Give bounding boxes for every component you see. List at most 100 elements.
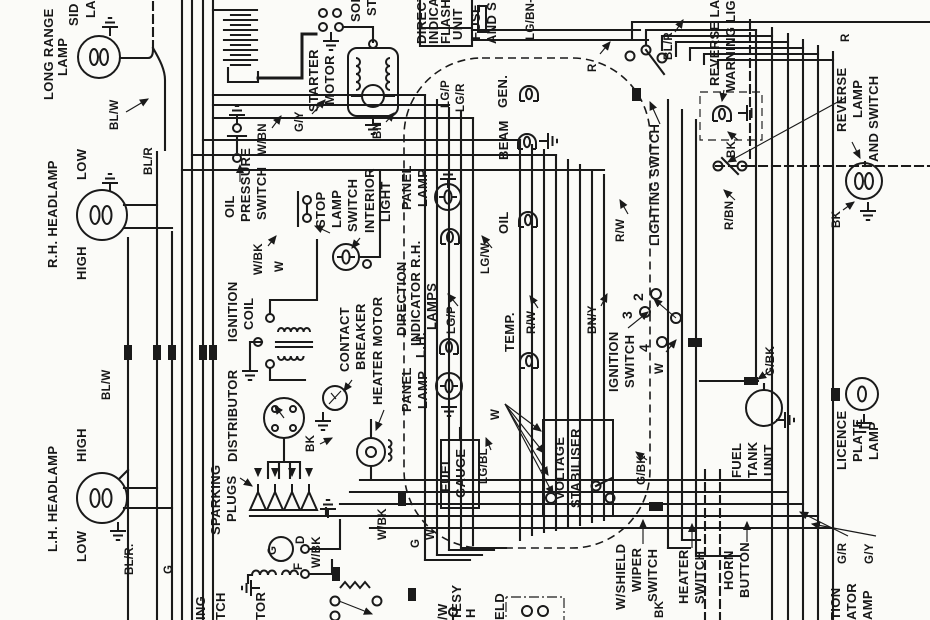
wire-code: R <box>587 63 599 72</box>
sparking-plugs-label: SPARKING <box>208 465 223 535</box>
oil-warning-lamp <box>518 211 538 228</box>
rh-low-label: LOW <box>74 148 89 180</box>
wire-code: W/BK <box>253 243 265 275</box>
terminal-d: D <box>295 535 307 544</box>
wire-code: LG/P <box>440 80 452 108</box>
fuel-gauge <box>440 426 480 509</box>
fuel-tank-unit-label: TANK <box>745 441 760 478</box>
gen-warning-lamp <box>519 85 539 102</box>
direction-indicator-label: DIRECTION <box>394 261 409 336</box>
reverse-warning-label: REVERSE LA <box>707 0 722 86</box>
reverse-lamp <box>845 162 883 221</box>
solenoid-label: ST <box>364 0 379 16</box>
ignition-coil-label: COIL <box>241 298 256 330</box>
wshield-label: ELD <box>492 593 507 620</box>
sparking-plugs-label: PLUGS <box>224 475 239 522</box>
solenoid-label: SOL <box>348 0 363 22</box>
oil-pressure-switch-label: PRESSURE <box>238 148 253 222</box>
wire-code: BL/R <box>143 147 155 175</box>
battery <box>211 8 318 84</box>
wiper-switch-contacts <box>590 476 616 504</box>
long-range-lamp-label: LAMP <box>55 38 70 76</box>
wire-code: W/BK <box>377 508 389 540</box>
stop-lamp-switch-label: SWITCH <box>345 179 360 232</box>
fuel-tank-unit <box>698 379 795 429</box>
ignition-coil-label: IGNITION <box>225 281 240 342</box>
ignition-switch <box>639 288 682 348</box>
wire-code: BN <box>372 122 384 139</box>
panel-lamp-label: PANEL <box>399 165 414 210</box>
reverse-lamp-switch-label: AND SWITCH <box>866 75 881 162</box>
wire-code: G/BK <box>636 455 648 485</box>
wiper-switch-label: W/SHIELD <box>613 544 628 610</box>
wire-code: G/R <box>837 542 849 564</box>
interior-light-label: LIGHT <box>378 181 393 222</box>
wire-code: LG/R <box>455 83 467 112</box>
wire-code: W <box>654 363 666 374</box>
starter-motor-label: MOTOR <box>322 55 337 105</box>
flasher-unit-label: INDICA <box>426 0 441 44</box>
wire-code: BL/R. <box>124 543 136 575</box>
wire-code: R/W <box>615 219 627 242</box>
terminal-4: 4 <box>636 344 652 352</box>
wire-code: G <box>410 539 422 548</box>
panel-lamp-label: LAMP <box>415 169 430 207</box>
ground-icon <box>101 17 119 37</box>
wire-code: G/Y <box>294 111 306 132</box>
wiper-switch-label: SWITCH <box>645 549 660 602</box>
lh-headlamp <box>76 468 174 541</box>
licence-plate-lamp-label: PLATE <box>850 419 865 462</box>
starter-solenoid <box>318 8 375 51</box>
fuel-tank-unit-label: UNIT <box>761 444 776 476</box>
reverse-warning-label: WARNING LIG <box>723 0 738 92</box>
gen-warning-label: GEN. <box>495 75 510 108</box>
wire-code: LG/W <box>480 243 492 274</box>
beam-warning-lamp <box>517 132 558 150</box>
wiper-switch-label: WIPER <box>629 547 644 592</box>
flasher-unit-label: AND S <box>484 2 499 44</box>
wire-code: W <box>274 261 286 272</box>
wire-code: BK <box>831 210 843 228</box>
reverse-lamp-switch-label: REVERSE <box>834 67 849 132</box>
wire-code: R/W <box>526 311 538 334</box>
dip-switch-label: ING <box>193 596 208 620</box>
stop-lamp-switch <box>296 190 312 228</box>
rear-indicator-label: ATOR <box>844 583 859 620</box>
ignition-switch-label: SWITCH <box>622 335 637 388</box>
terminal-2: 2 <box>630 293 646 301</box>
starter-motor <box>347 39 399 135</box>
dashed-boundaries <box>403 18 930 620</box>
leader-arrows <box>125 19 877 548</box>
contact-breaker-label: CONTACT <box>337 307 352 372</box>
distributor-label: DISTRIBUTOR <box>225 369 240 462</box>
reverse-lamp-switch-contacts <box>712 156 748 176</box>
panel-lamp-label: PANEL <box>399 367 414 412</box>
oil-pressure-switch <box>226 105 248 163</box>
heater-motor <box>356 418 393 482</box>
oil-pressure-switch-label: SWITCH <box>254 167 269 220</box>
courtesy-switch <box>448 607 458 620</box>
rear-indicator-label: TION <box>828 588 843 620</box>
terminal-3: 3 <box>619 311 635 319</box>
wire-code: G/Y <box>864 543 876 564</box>
direction-indicator-label: INDICATOR R.H. <box>408 240 423 346</box>
long-range-lamp-label: LONG RANGE <box>41 8 56 100</box>
contact-breaker-label: BREAKER <box>353 303 368 370</box>
labels: SID LA LONG RANGE LAMP R.H. HEADLAMP LOW… <box>41 0 881 620</box>
courtesy-switch-label: TESY <box>449 585 464 620</box>
wire-code: BK <box>726 140 738 158</box>
wire-code: W/BN <box>257 123 269 155</box>
stop-lamp-switch-label: STOP <box>313 191 328 228</box>
fuel-gauge-label: FUEL <box>438 457 453 492</box>
wire-code: G/BK <box>765 346 777 376</box>
oil-pressure-switch-label: OIL <box>222 195 237 218</box>
rh-headlamp-label: R.H. HEADLAMP <box>45 160 60 268</box>
lh-low-label: LOW <box>74 530 89 562</box>
flasher-unit-label: UNIT <box>450 8 465 40</box>
temp-warning-label: TEMP. <box>502 312 517 352</box>
terminal-marks: D F G 2 3 4 <box>267 293 652 570</box>
wire-codes: BL/W BL/R BL/W BL/R. G G/Y W/BN BN W/BK … <box>101 0 876 618</box>
lighting-switch-label: LIGHTING SWITCH <box>647 124 662 246</box>
side-lamp-label: SID <box>66 3 81 26</box>
heater-switch-label: SWITCH <box>692 551 707 604</box>
